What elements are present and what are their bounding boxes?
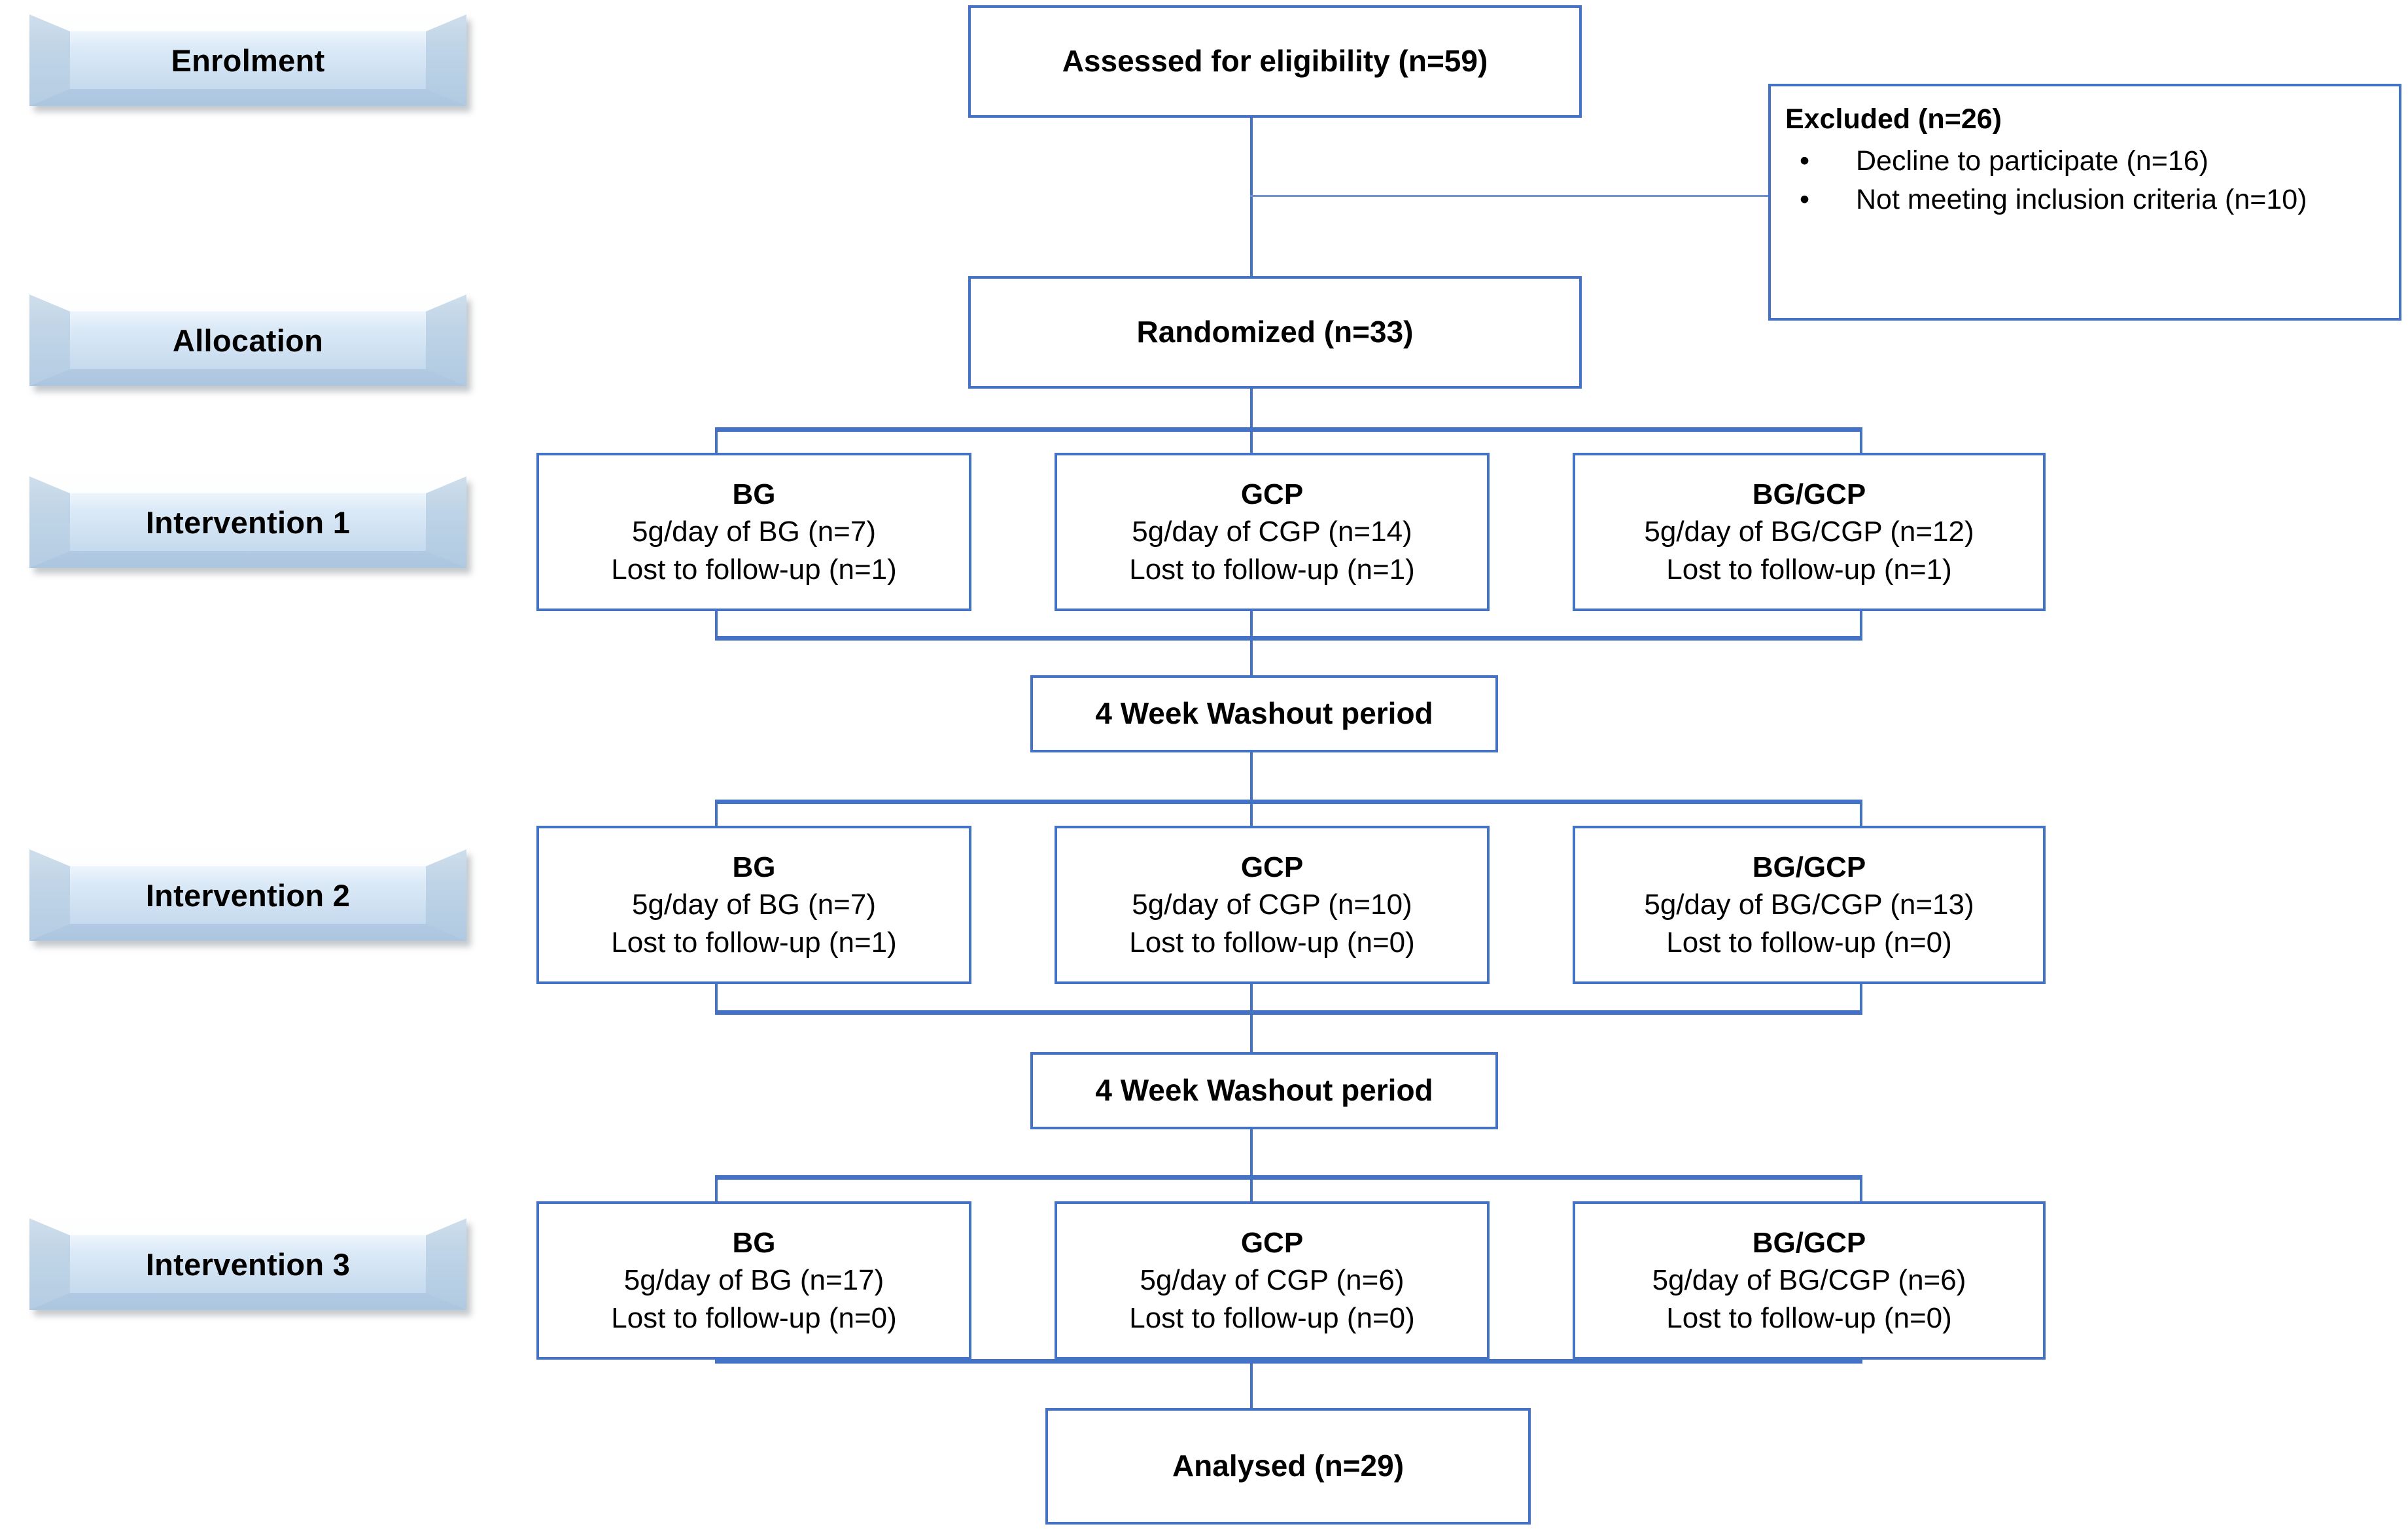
arm-lost: Lost to follow-up (n=1) [611,926,897,959]
split-bar-intervention-2 [715,800,1862,804]
arm-box-intervention2-bg: BG 5g/day of BG (n=7) Lost to follow-up … [536,826,971,984]
excluded-reason-list: • Decline to participate (n=16) • Not me… [1785,143,2388,219]
stage-label-text: Intervention 1 [145,504,351,540]
arm-title: BG [732,851,776,884]
node-washout-period-1: 4 Week Washout period [1030,675,1498,752]
arm-title: BG/GCP [1752,851,1866,884]
arm-box-intervention2-gcp: GCP 5g/day of CGP (n=10) Lost to follow-… [1055,826,1490,984]
arm-box-intervention1-bggcp: BG/GCP 5g/day of BG/CGP (n=12) Lost to f… [1573,453,2046,611]
list-item: • Not meeting inclusion criteria (n=10) [1785,181,2388,219]
merge-rise-left-1 [715,610,718,638]
arm-lost: Lost to follow-up (n=0) [1129,926,1415,959]
excluded-reason-text: Not meeting inclusion criteria (n=10) [1856,184,2307,216]
split-drop-right-2 [1860,800,1862,827]
split-bar-intervention-1 [715,427,1862,432]
arm-lost: Lost to follow-up (n=1) [1129,553,1415,586]
connector-to-analysed [1250,1333,1253,1409]
arm-lost: Lost to follow-up (n=1) [1666,553,1952,586]
arm-box-intervention3-bggcp: BG/GCP 5g/day of BG/CGP (n=6) Lost to fo… [1573,1201,2046,1360]
list-item: • Decline to participate (n=16) [1785,143,2388,181]
stage-plate-bevel [29,849,466,941]
merge-bar-intervention-2 [715,1010,1862,1015]
arm-title: BG [732,478,776,511]
arm-dose: 5g/day of CGP (n=6) [1140,1264,1405,1297]
stage-label-text: Intervention 3 [145,1246,351,1282]
node-label: Randomized (n=33) [1136,315,1414,349]
stage-plate-bevel [29,1218,466,1310]
excluded-title: Excluded (n=26) [1785,103,2002,135]
merge-bar-intervention-1 [715,636,1862,641]
stage-plate-bevel [29,14,466,106]
split-drop-left-1 [715,427,718,453]
stage-label-intervention-3: Intervention 3 [29,1218,466,1310]
split-drop-right-1 [1860,427,1862,453]
connector-washout2-down [1250,1128,1253,1178]
split-drop-center-2 [1250,800,1253,827]
connector-to-excluded [1250,195,1771,197]
connector-washout1-down [1250,751,1253,802]
arm-lost: Lost to follow-up (n=1) [611,553,897,586]
arm-lost: Lost to follow-up (n=0) [1666,1301,1952,1334]
split-drop-right-3 [1860,1175,1862,1203]
node-label: 4 Week Washout period [1095,696,1433,731]
node-label: Analysed (n=29) [1172,1449,1405,1483]
arm-dose: 5g/day of CGP (n=14) [1132,516,1412,548]
stage-label-text: Enrolment [171,43,325,78]
arm-title: BG/GCP [1752,1227,1866,1260]
stage-plate-bevel [29,476,466,568]
split-drop-center-1 [1250,427,1253,453]
arm-box-intervention3-bg: BG 5g/day of BG (n=17) Lost to follow-up… [536,1201,971,1360]
node-excluded: Excluded (n=26) • Decline to participate… [1768,84,2401,321]
connector-to-washout-1 [1250,610,1253,676]
connector-assessed-to-randomized [1250,116,1253,277]
split-drop-center-3 [1250,1175,1253,1203]
arm-dose: 5g/day of BG (n=17) [623,1264,884,1297]
connector-to-washout-2 [1250,984,1253,1052]
stage-label-text: Intervention 2 [145,877,351,913]
bullet-icon: • [1800,145,1810,177]
arm-box-intervention1-gcp: GCP 5g/day of CGP (n=14) Lost to follow-… [1055,453,1490,611]
arm-title: BG [732,1227,776,1260]
arm-title: GCP [1240,851,1304,884]
arm-dose: 5g/day of BG/CGP (n=13) [1644,889,1974,921]
arm-box-intervention3-gcp: GCP 5g/day of CGP (n=6) Lost to follow-u… [1055,1201,1490,1360]
arm-title: BG/GCP [1752,478,1866,511]
arm-dose: 5g/day of BG (n=7) [632,516,876,548]
merge-bar-intervention-3 [715,1359,1862,1364]
arm-title: GCP [1240,478,1304,511]
node-label: Assessed for eligibility (n=59) [1062,44,1488,79]
bullet-icon: • [1800,184,1810,216]
node-randomized: Randomized (n=33) [968,276,1582,389]
node-label: 4 Week Washout period [1095,1073,1433,1108]
connector-randomized-down [1250,387,1253,431]
arm-dose: 5g/day of BG (n=7) [632,889,876,921]
node-washout-period-2: 4 Week Washout period [1030,1052,1498,1129]
split-drop-left-2 [715,800,718,827]
merge-rise-left-2 [715,984,718,1013]
stage-label-enrolment: Enrolment [29,14,466,106]
merge-rise-right-2 [1860,984,1862,1013]
arm-box-intervention1-bg: BG 5g/day of BG (n=7) Lost to follow-up … [536,453,971,611]
stage-plate-bevel [29,294,466,386]
stage-label-text: Allocation [172,323,324,358]
node-analysed: Analysed (n=29) [1045,1408,1531,1525]
arm-lost: Lost to follow-up (n=0) [1129,1301,1415,1334]
excluded-reason-text: Decline to participate (n=16) [1856,145,2208,177]
stage-label-intervention-1: Intervention 1 [29,476,466,568]
stage-label-intervention-2: Intervention 2 [29,849,466,941]
arm-title: GCP [1240,1227,1304,1260]
arm-lost: Lost to follow-up (n=0) [611,1301,897,1334]
arm-dose: 5g/day of BG/CGP (n=6) [1652,1264,1966,1297]
arm-dose: 5g/day of BG/CGP (n=12) [1644,516,1974,548]
split-drop-left-3 [715,1175,718,1203]
arm-dose: 5g/day of CGP (n=10) [1132,889,1412,921]
stage-label-allocation: Allocation [29,294,466,386]
arm-box-intervention2-bggcp: BG/GCP 5g/day of BG/CGP (n=13) Lost to f… [1573,826,2046,984]
arm-lost: Lost to follow-up (n=0) [1666,926,1952,959]
node-assessed-for-eligibility: Assessed for eligibility (n=59) [968,5,1582,118]
merge-rise-right-1 [1860,610,1862,638]
split-bar-intervention-3 [715,1175,1862,1180]
